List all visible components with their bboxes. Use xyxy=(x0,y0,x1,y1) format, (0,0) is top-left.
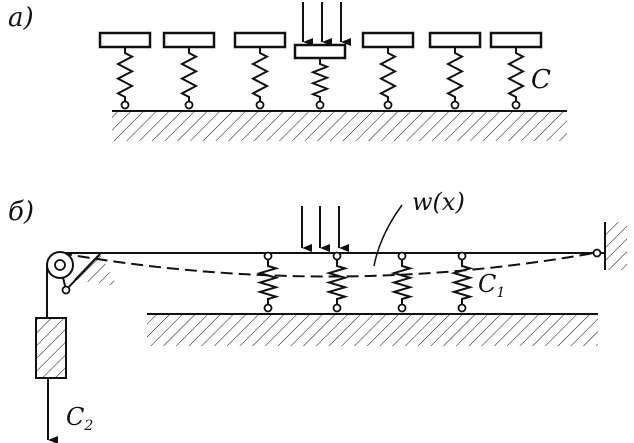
spring xyxy=(250,47,270,103)
panel-b-deflection-label: w(x) xyxy=(412,188,465,216)
spring-unit xyxy=(361,31,415,110)
top-hinge-joint xyxy=(397,251,407,261)
panel-b-deflection-curve xyxy=(59,252,595,278)
panel-a-load-arrows xyxy=(302,2,351,46)
rigid-block xyxy=(489,31,543,49)
panel-b-pulley-assembly xyxy=(46,251,117,318)
panel-b-deflection-leader xyxy=(373,204,403,267)
panel-a-spring-stiffness-label: C xyxy=(531,65,551,95)
panel-b-ground xyxy=(147,313,598,346)
panel-b-label: б) xyxy=(8,197,34,227)
spring-unit xyxy=(390,251,414,313)
top-hinge-joint xyxy=(263,251,273,261)
panel-b-load-arrows xyxy=(301,206,349,252)
panel-a-spring-array xyxy=(98,31,543,110)
spring xyxy=(310,58,330,103)
spring-unit xyxy=(428,31,482,110)
panel-b-right-wall-support xyxy=(592,222,627,270)
hinge-joint xyxy=(255,100,265,110)
bottom-hinge-joint xyxy=(263,303,273,313)
panel-b-weight-label: C2 xyxy=(66,403,93,434)
spring xyxy=(179,47,199,103)
hinge-joint xyxy=(383,100,393,110)
rigid-block xyxy=(98,31,152,49)
panel-b-spring-stiffness-label: C1 xyxy=(478,270,505,301)
panel-a: a) C xyxy=(8,2,567,141)
bottom-hinge-joint xyxy=(457,303,467,313)
hinge-joint xyxy=(511,100,521,110)
spring-unit xyxy=(233,31,287,110)
panel-a-label: a) xyxy=(8,3,34,33)
panel-b-spring-array xyxy=(256,251,474,313)
spring xyxy=(256,260,280,305)
spring xyxy=(115,47,135,103)
top-hinge-joint xyxy=(457,251,467,261)
spring-unit xyxy=(450,251,474,313)
panel-a-ground xyxy=(112,110,567,141)
bottom-hinge-joint xyxy=(332,303,342,313)
spring-unit xyxy=(162,31,216,110)
spring xyxy=(378,47,398,103)
spring xyxy=(390,260,414,305)
hinge-joint xyxy=(184,100,194,110)
rigid-block xyxy=(162,31,216,49)
spring xyxy=(445,47,465,103)
bottom-hinge-joint xyxy=(397,303,407,313)
spring-unit xyxy=(98,31,152,110)
spring-unit xyxy=(256,251,280,313)
rigid-block xyxy=(361,31,415,49)
hinge-joint xyxy=(450,100,460,110)
rigid-block xyxy=(293,43,347,60)
rigid-block xyxy=(428,31,482,49)
spring-unit xyxy=(325,251,349,313)
spring xyxy=(450,260,474,305)
panel-b: б) w(x) C1 xyxy=(8,188,627,443)
spring xyxy=(506,47,526,103)
spring-unit xyxy=(489,31,543,110)
spring-unit xyxy=(293,43,347,110)
rigid-block xyxy=(233,31,287,49)
hinge-joint xyxy=(120,100,130,110)
spring xyxy=(325,260,349,305)
hinge-joint xyxy=(315,100,325,110)
panel-b-hanging-weight xyxy=(35,317,67,443)
top-hinge-joint xyxy=(332,251,342,261)
